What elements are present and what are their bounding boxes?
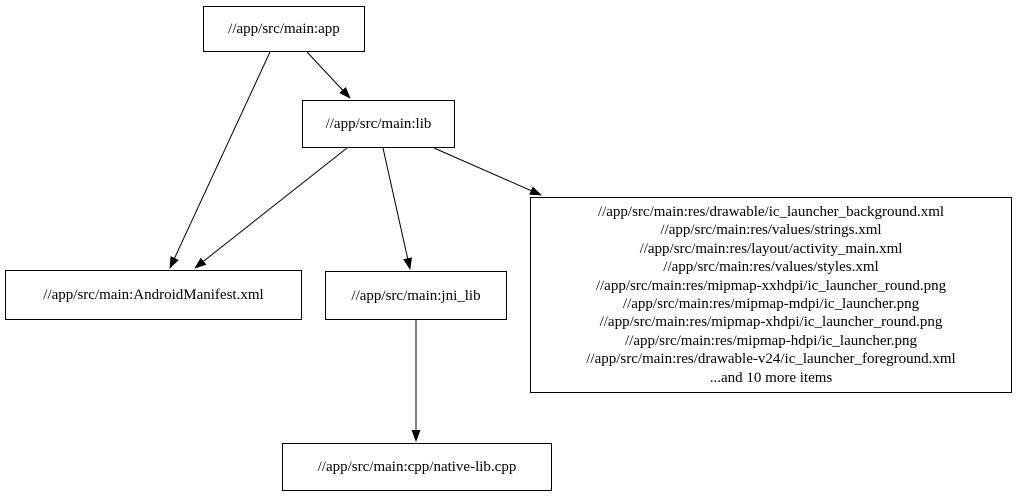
res-file-line: //app/src/main:res/values/styles.xml — [663, 259, 879, 276]
edge-lib-to-res — [433, 147, 542, 196]
res-file-line: //app/src/main:res/values/strings.xml — [660, 222, 882, 239]
node-app-label: //app/src/main:app — [228, 21, 340, 37]
edge-lib-to-jni-lib — [382, 147, 412, 270]
res-file-line: //app/src/main:res/layout/activity_main.… — [639, 240, 903, 257]
node-android-manifest-label: //app/src/main:AndroidManifest.xml — [43, 287, 264, 303]
res-file-line: //app/src/main:res/mipmap-mdpi/ic_launch… — [622, 296, 920, 312]
node-native-lib-cpp: //app/src/main:cpp/native-lib.cpp — [282, 443, 552, 491]
node-native-lib-cpp-label: //app/src/main:cpp/native-lib.cpp — [317, 459, 517, 475]
node-android-manifest: //app/src/main:AndroidManifest.xml — [5, 270, 302, 320]
res-file-line: //app/src/main:res/mipmap-xxhdpi/ic_laun… — [595, 277, 947, 294]
node-res-files: //app/src/main:res/drawable/ic_launcher_… — [530, 197, 1012, 393]
edge-lib-to-manifest — [194, 147, 348, 269]
edge-app-to-manifest — [169, 51, 271, 269]
res-file-line: //app/src/main:res/drawable-v24/ic_launc… — [586, 351, 956, 368]
node-jni-lib: //app/src/main:jni_lib — [325, 271, 507, 320]
edge-app-to-lib — [306, 51, 351, 99]
node-lib-label: //app/src/main:lib — [325, 116, 432, 132]
node-jni-lib-label: //app/src/main:jni_lib — [351, 287, 481, 304]
node-lib: //app/src/main:lib — [302, 100, 455, 148]
res-file-line: //app/src/main:res/mipmap-hdpi/ic_launch… — [624, 332, 917, 349]
res-more-items-line: ...and 10 more items — [709, 369, 833, 386]
node-app: //app/src/main:app — [203, 6, 365, 52]
res-file-line: //app/src/main:res/mipmap-xhdpi/ic_launc… — [599, 314, 943, 331]
res-file-line: //app/src/main:res/drawable/ic_launcher_… — [597, 203, 945, 220]
